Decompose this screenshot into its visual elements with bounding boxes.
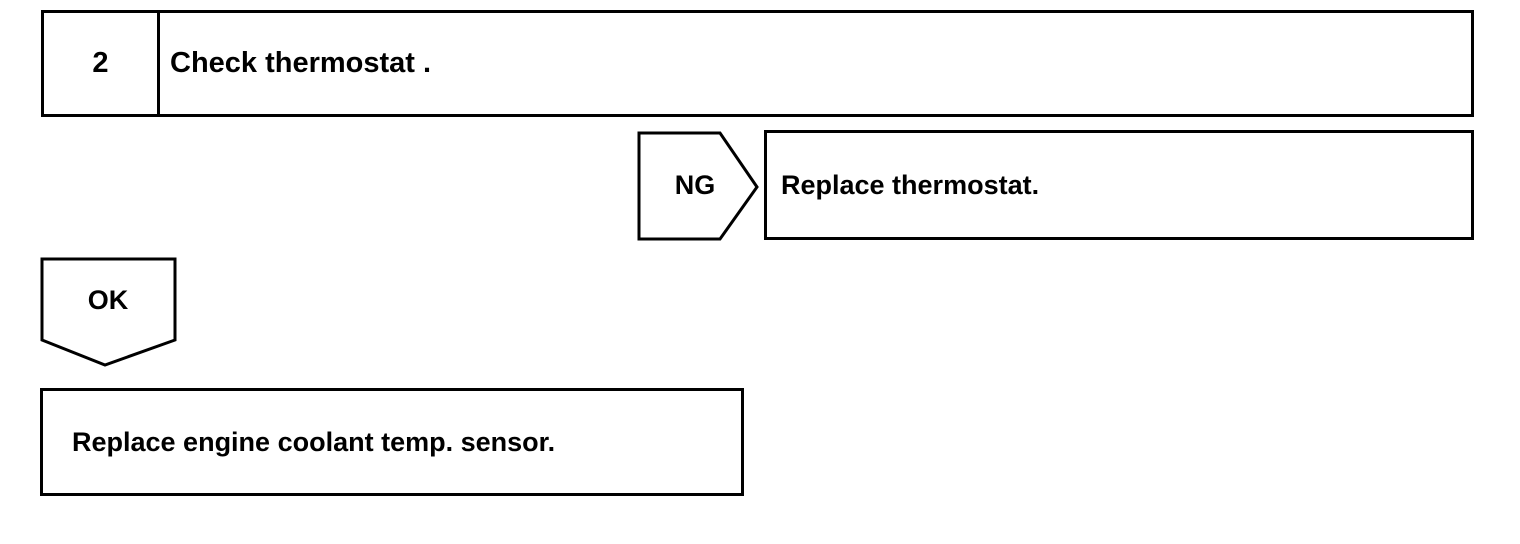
ok-label: OK (87, 285, 129, 315)
ng-arrow-tag (637, 131, 759, 241)
step-title: Check thermostat . (170, 47, 432, 79)
ng-action-text: Replace thermostat. (781, 169, 1040, 200)
ok-action-box: Replace engine coolant temp. sensor. (40, 388, 744, 496)
ng-action-box: Replace thermostat. (764, 130, 1474, 240)
step-number: 2 (44, 13, 160, 114)
ok-action-text: Replace engine coolant temp. sensor. (72, 426, 556, 457)
step-box: 2 Check thermostat . (41, 10, 1474, 117)
ok-arrow-tag (40, 257, 177, 367)
ng-label: NG (674, 170, 716, 200)
